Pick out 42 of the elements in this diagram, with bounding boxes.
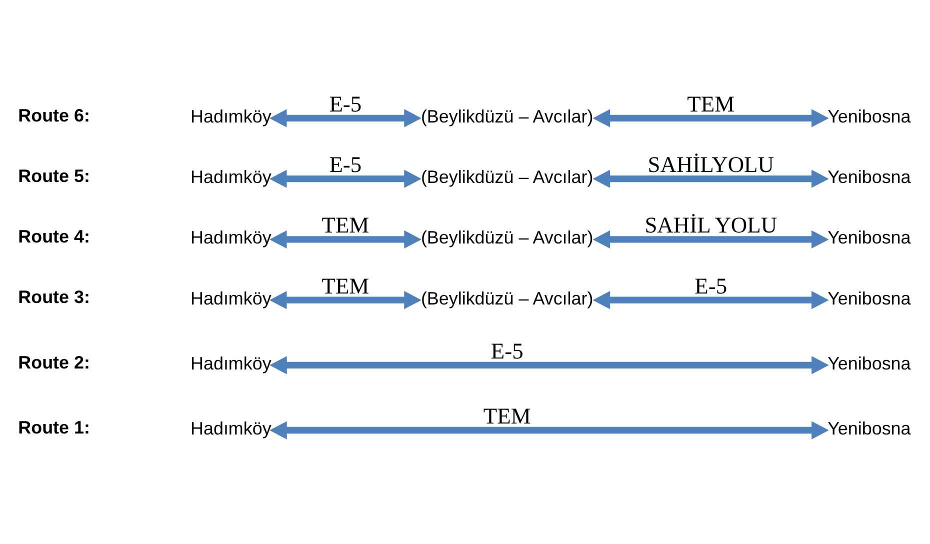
node-text: Hadımköy [190,228,272,248]
node-text: Hadımköy [190,353,272,374]
node-text: Hadımköy [190,167,272,188]
node-text: Hadımköy [190,106,272,126]
edge-label: TEM [322,212,370,238]
edge-label: E-5 [694,273,728,298]
arrow [592,170,829,188]
node-text: (Beylikdüzü – Avcılar) [420,106,594,126]
node-text: Yenibosna [828,228,911,248]
arrow [592,109,829,128]
arrow [269,170,422,188]
edge-label: TEM [322,273,370,298]
edge-label: E-5 [329,152,362,178]
node-text: Hadımköy [190,418,272,439]
edge-label: TEM [687,91,735,116]
label: Route 3: [18,287,90,308]
label: Route 5: [18,166,90,186]
label: Route 6: [18,105,90,126]
edge-label: SAHİLYOLU [648,152,774,178]
arrow [270,356,829,374]
arrow [269,290,422,310]
label: Route 1: [18,417,90,438]
edge-label: TEM [483,404,531,429]
node-text: Yenibosna [828,167,911,188]
edge-label: SAHİL YOLU [644,212,778,238]
arrow [270,421,829,440]
node-text: Yenibosna [828,418,911,439]
arrow [269,230,422,249]
edge-label: E-5 [329,91,362,116]
arrow [269,109,422,128]
node-text: Yenibosna [828,288,911,308]
label: Route 4: [18,226,90,247]
label: Route 2: [18,352,90,372]
node-text: Yenibosna [828,106,911,126]
node-text: (Beylikdüzü – Avcılar) [420,228,594,248]
node-text: (Beylikdüzü – Avcılar) [420,167,594,188]
edge-label: E-5 [490,338,524,364]
node-text: Hadımköy [190,288,272,308]
arrow [592,230,829,249]
node-text: (Beylikdüzü – Avcılar) [420,288,594,308]
node-text: Yenibosna [828,353,911,374]
arrow [592,290,829,310]
